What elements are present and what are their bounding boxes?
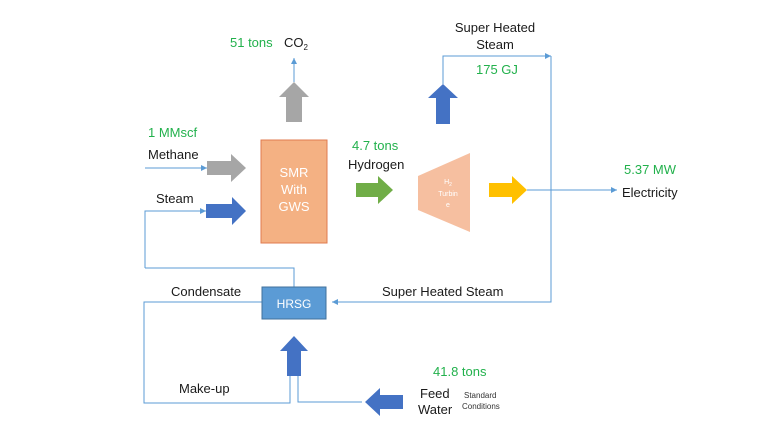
co2-output-arrow [279,82,309,122]
electricity-arrow [489,176,527,204]
makeup-line [284,376,291,404]
electricity-value: 5.37 MW [624,162,677,177]
hrsg-label: HRSG [277,297,312,311]
hrsg-steam-loop-line [145,267,295,287]
feed-water-value: 41.8 tons [433,364,487,379]
makeup-label: Make-up [179,381,230,396]
feed-water-label-1: Feed [420,386,450,401]
co2-label: CO2 [284,35,309,52]
steam-return-label: Super Heated Steam [382,284,503,299]
co2-value: 51 tons [230,35,273,50]
turbine-label-3: e [446,202,450,209]
steam-top-label-2: Steam [476,37,514,52]
methane-input-arrow [207,154,246,182]
steam-input-arrow [206,197,246,225]
methane-label: Methane [148,147,199,162]
steam-output-arrow [428,84,458,124]
superheated-steam-line-top [442,53,551,84]
turbine-label-2: Turbin [438,191,458,198]
superheated-steam-return-line [332,56,552,305]
turbine-block [418,153,470,232]
water-input-arrow [280,336,308,376]
feed-water-arrow [365,388,403,416]
steam-top-value: 175 GJ [476,62,518,77]
condensate-label: Condensate [171,284,241,299]
steam-feed-line [144,208,206,268]
smr-label-2: With [281,182,307,197]
hydrogen-label: Hydrogen [348,157,404,172]
hydrogen-output-arrow [356,176,393,204]
condensate-line [143,301,284,404]
methane-value: 1 MMscf [148,125,198,140]
hrsg-block [261,286,327,320]
hydrogen-value: 4.7 tons [352,138,399,153]
feed-water-label-2: Water [418,402,453,417]
steam-top-label-1: Super Heated [455,20,535,35]
standard-conditions-label-1: Standard [464,391,496,400]
feed-water-line [297,376,362,403]
steam-input-label: Steam [156,191,194,206]
smr-block [260,139,328,244]
smr-label-1: SMR [280,165,309,180]
smr-label-3: GWS [278,199,309,214]
standard-conditions-label-2: Conditions [462,402,500,411]
turbine-label-h2: H2 [444,179,452,188]
electricity-label: Electricity [622,185,678,200]
